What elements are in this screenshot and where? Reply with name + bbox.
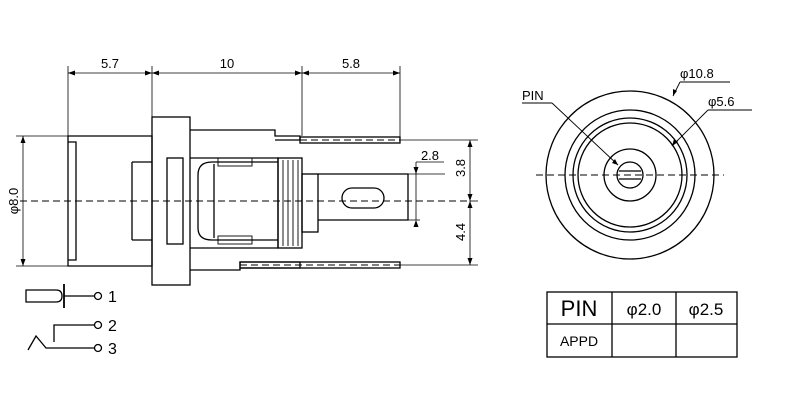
dim-10: 10 [220,56,234,71]
solder-lug [318,173,409,221]
terminal-1-label: 1 [108,289,117,306]
switch-symbol [27,334,94,351]
table-row-appd: APPD [560,333,598,349]
schematic-symbol: 1 2 3 [25,284,117,358]
dim-diameter-8: φ8.0 [6,188,21,215]
collar-threads [282,160,299,246]
table-option-2-0: φ2.0 [627,300,662,319]
dim-5-7: 5.7 [101,56,119,71]
body-core [190,157,279,249]
dim-4-4: 4.4 [453,223,468,241]
rear-stub [301,173,319,233]
body-bottom [190,261,301,271]
front-view: PIN φ10.8 φ5.6 [522,66,752,260]
terminal-1-dot [93,291,103,301]
dim-diameter-5-6: φ5.6 [708,94,735,109]
side-view [20,116,470,286]
terminal-3-dot [93,343,103,353]
pin-callout-label: PIN [522,88,544,103]
contact-lower [217,235,253,245]
right-dimensions: 3.8 4.4 2.8 [400,139,478,266]
dim-2-8: 2.8 [421,148,439,163]
sleeve-symbol [53,324,94,342]
dim-3-8: 3.8 [453,159,468,177]
pin-symbol [25,289,63,303]
table-option-2-5: φ2.5 [689,300,724,319]
dim-5-8: 5.8 [342,56,360,71]
lug-slot [341,187,385,209]
top-dimensions: 5.7 10 5.8 [67,56,401,137]
contact-upper [217,157,253,167]
pin-option-table: PIN φ2.0 φ2.5 APPD [546,291,738,358]
terminal-2-dot [93,320,103,330]
terminal-3-label: 3 [108,341,117,358]
terminal-2-label: 2 [108,318,117,335]
left-diameter-dimension: φ8.0 [6,135,68,267]
dim-diameter-10-8: φ10.8 [680,66,714,81]
center-pin [197,161,278,241]
table-header-pin: PIN [561,296,598,321]
body-top [190,129,301,141]
